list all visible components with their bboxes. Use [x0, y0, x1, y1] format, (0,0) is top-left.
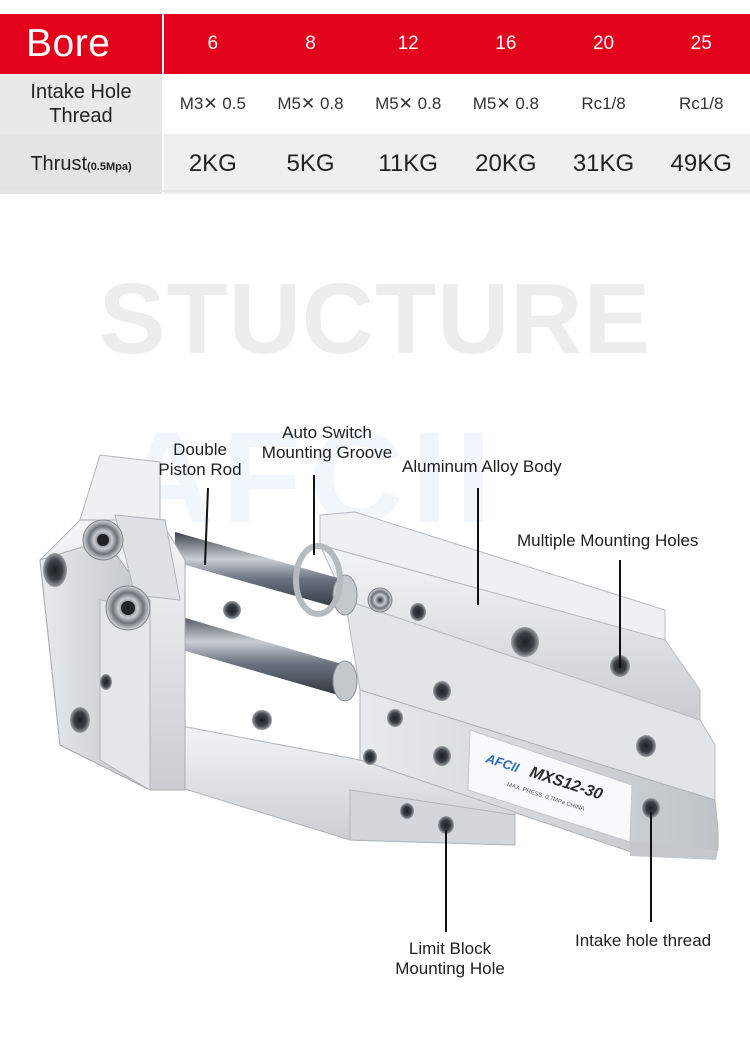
- bore-values: 6 8 12 16 20 25: [164, 14, 750, 74]
- intake-thread-cell: Rc1/8: [581, 94, 626, 113]
- thrust-value-cell: 20KG: [475, 150, 537, 177]
- guide-bearings: [82, 519, 393, 631]
- thrust-value-cell: 31KG: [572, 150, 635, 177]
- thrust-values: 2KG 5KG 11KG 20KG 31KG 49KG: [164, 134, 750, 194]
- bore-label: Bore: [26, 22, 111, 65]
- brand-watermark: AFCII: [120, 404, 500, 550]
- thrust-value-cell: 49KG: [670, 150, 732, 177]
- intake-thread-cell: M5✕ 0.8: [472, 94, 539, 113]
- bore-size-cell: 8: [305, 33, 316, 54]
- mounting-holes: [43, 553, 660, 834]
- thrust-label: Thrust(0.5Mpa): [30, 153, 131, 176]
- thrust-unit: (0.5Mpa): [87, 160, 132, 173]
- piston-rods: [165, 532, 358, 702]
- thrust-value-cell: 11KG: [378, 150, 438, 177]
- intake-thread-cell: M5✕ 0.8: [375, 94, 442, 113]
- table-header-row: Bore 6 8 12 16 20 25: [0, 14, 750, 74]
- bore-size-cell: 16: [495, 33, 517, 54]
- intake-thread-cell: Rc1/8: [678, 94, 724, 113]
- thrust-label-text: Thrust: [30, 152, 88, 175]
- limit-block: [139, 719, 516, 846]
- thrust-row: Thrust(0.5Mpa) 2KG 5KG 11KG 20KG 31KG 49KG: [0, 134, 750, 194]
- callout-mounting-holes: Multiple Mounting Holes: [517, 531, 699, 550]
- callout-leaders: [204, 475, 652, 932]
- bore-size-cell: 25: [690, 33, 712, 54]
- bore-size-cell: 12: [397, 33, 419, 54]
- structure-title: STUCTURE: [98, 263, 652, 375]
- callout-aluminum-body: Aluminum Alloy Body: [402, 457, 562, 476]
- thrust-label-cell: Thrust(0.5Mpa): [0, 134, 164, 194]
- aluminum-body: [319, 511, 719, 860]
- thrust-value-cell: 2KG: [188, 150, 237, 177]
- bore-size-cell: 6: [207, 33, 219, 54]
- section-divider: [0, 190, 750, 192]
- callout-intake-thread: Intake hole thread: [575, 931, 712, 950]
- bore-size-cell: 20: [592, 33, 615, 54]
- thrust-value-cell: 5KG: [286, 150, 335, 177]
- bore-header-cell: Bore: [0, 14, 164, 74]
- intake-thread-cell: M3✕ 0.5: [179, 94, 246, 113]
- leader-piston-rod: [204, 487, 209, 566]
- intake-thread-cell: M5✕ 0.8: [277, 94, 344, 113]
- intake-values: M3✕ 0.5 M5✕ 0.8 M5✕ 0.8 M5✕ 0.8 Rc1/8 Rc1/8: [164, 74, 750, 134]
